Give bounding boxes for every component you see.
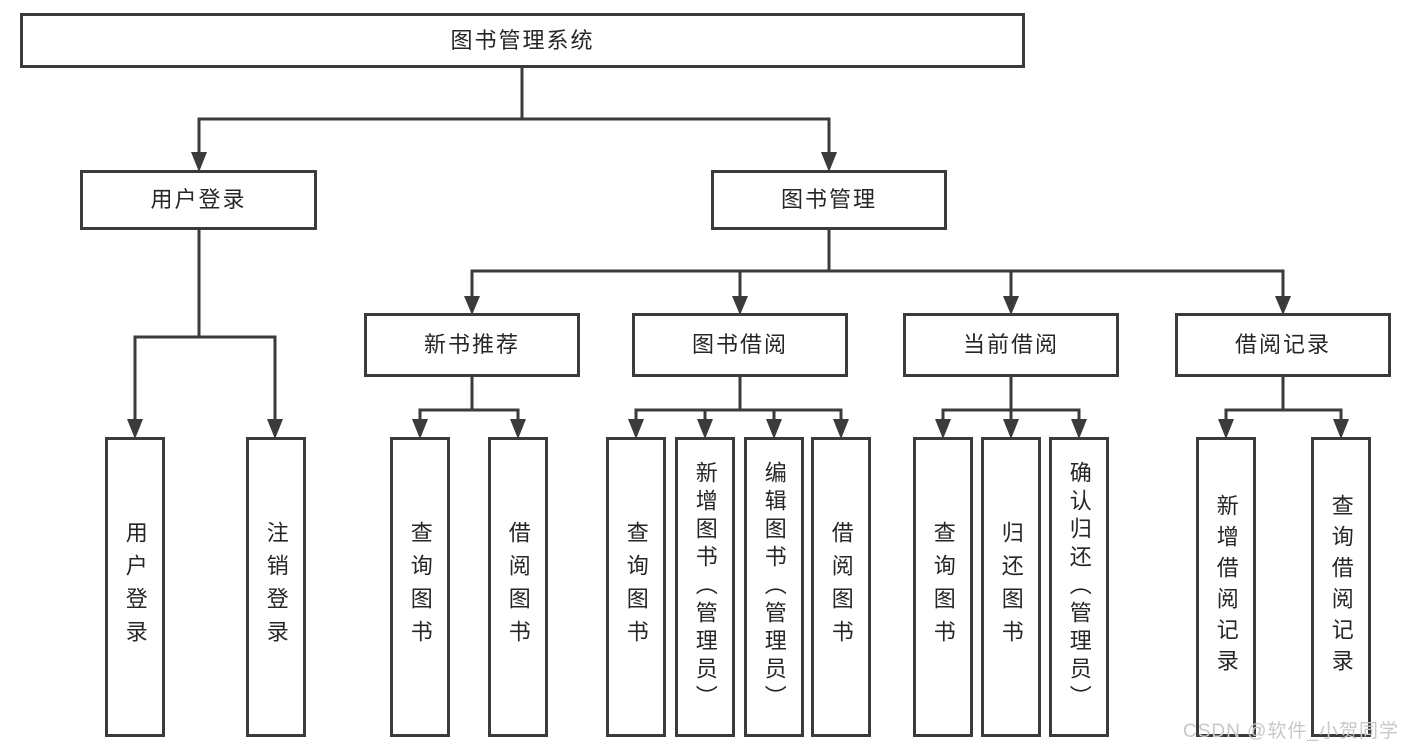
connector-borrow-branch	[628, 377, 849, 439]
node-book-borrow: 图书借阅	[632, 313, 848, 377]
node-borrow-records: 借阅记录	[1175, 313, 1391, 377]
connector-bookmgmt-branch	[464, 230, 1291, 315]
connector-current-branch	[935, 377, 1087, 439]
node-leaf-borrow-book-2: 借阅图书	[811, 437, 871, 737]
connector-userlogin-branch	[127, 230, 283, 439]
node-new-book-recommend: 新书推荐	[364, 313, 580, 377]
node-leaf-add-borrow-record: 新增借阅记录	[1196, 437, 1256, 737]
node-leaf-query-borrow-record: 查询借阅记录	[1311, 437, 1371, 737]
node-leaf-edit-book-admin: 编辑图书（管理员）	[744, 437, 804, 737]
node-user-login: 用户登录	[80, 170, 317, 230]
node-system-root: 图书管理系统	[20, 13, 1025, 68]
connector-newbook-branch	[412, 377, 526, 439]
node-leaf-query-book-3: 查询图书	[913, 437, 973, 737]
node-leaf-return-book: 归还图书	[981, 437, 1041, 737]
node-book-management: 图书管理	[711, 170, 947, 230]
node-leaf-query-book-2: 查询图书	[606, 437, 666, 737]
node-leaf-add-book-admin: 新增图书（管理员）	[675, 437, 735, 737]
node-leaf-user-login: 用户登录	[105, 437, 165, 737]
node-leaf-logout: 注销登录	[246, 437, 306, 737]
node-leaf-borrow-book-1: 借阅图书	[488, 437, 548, 737]
node-leaf-confirm-return-admin: 确认归还（管理员）	[1049, 437, 1109, 737]
node-current-borrow: 当前借阅	[903, 313, 1119, 377]
csdn-watermark: CSDN @软件_小贺同学	[1183, 721, 1399, 742]
node-leaf-query-book-1: 查询图书	[390, 437, 450, 737]
connector-root-to-level2	[191, 67, 837, 172]
connector-records-branch	[1218, 377, 1349, 439]
